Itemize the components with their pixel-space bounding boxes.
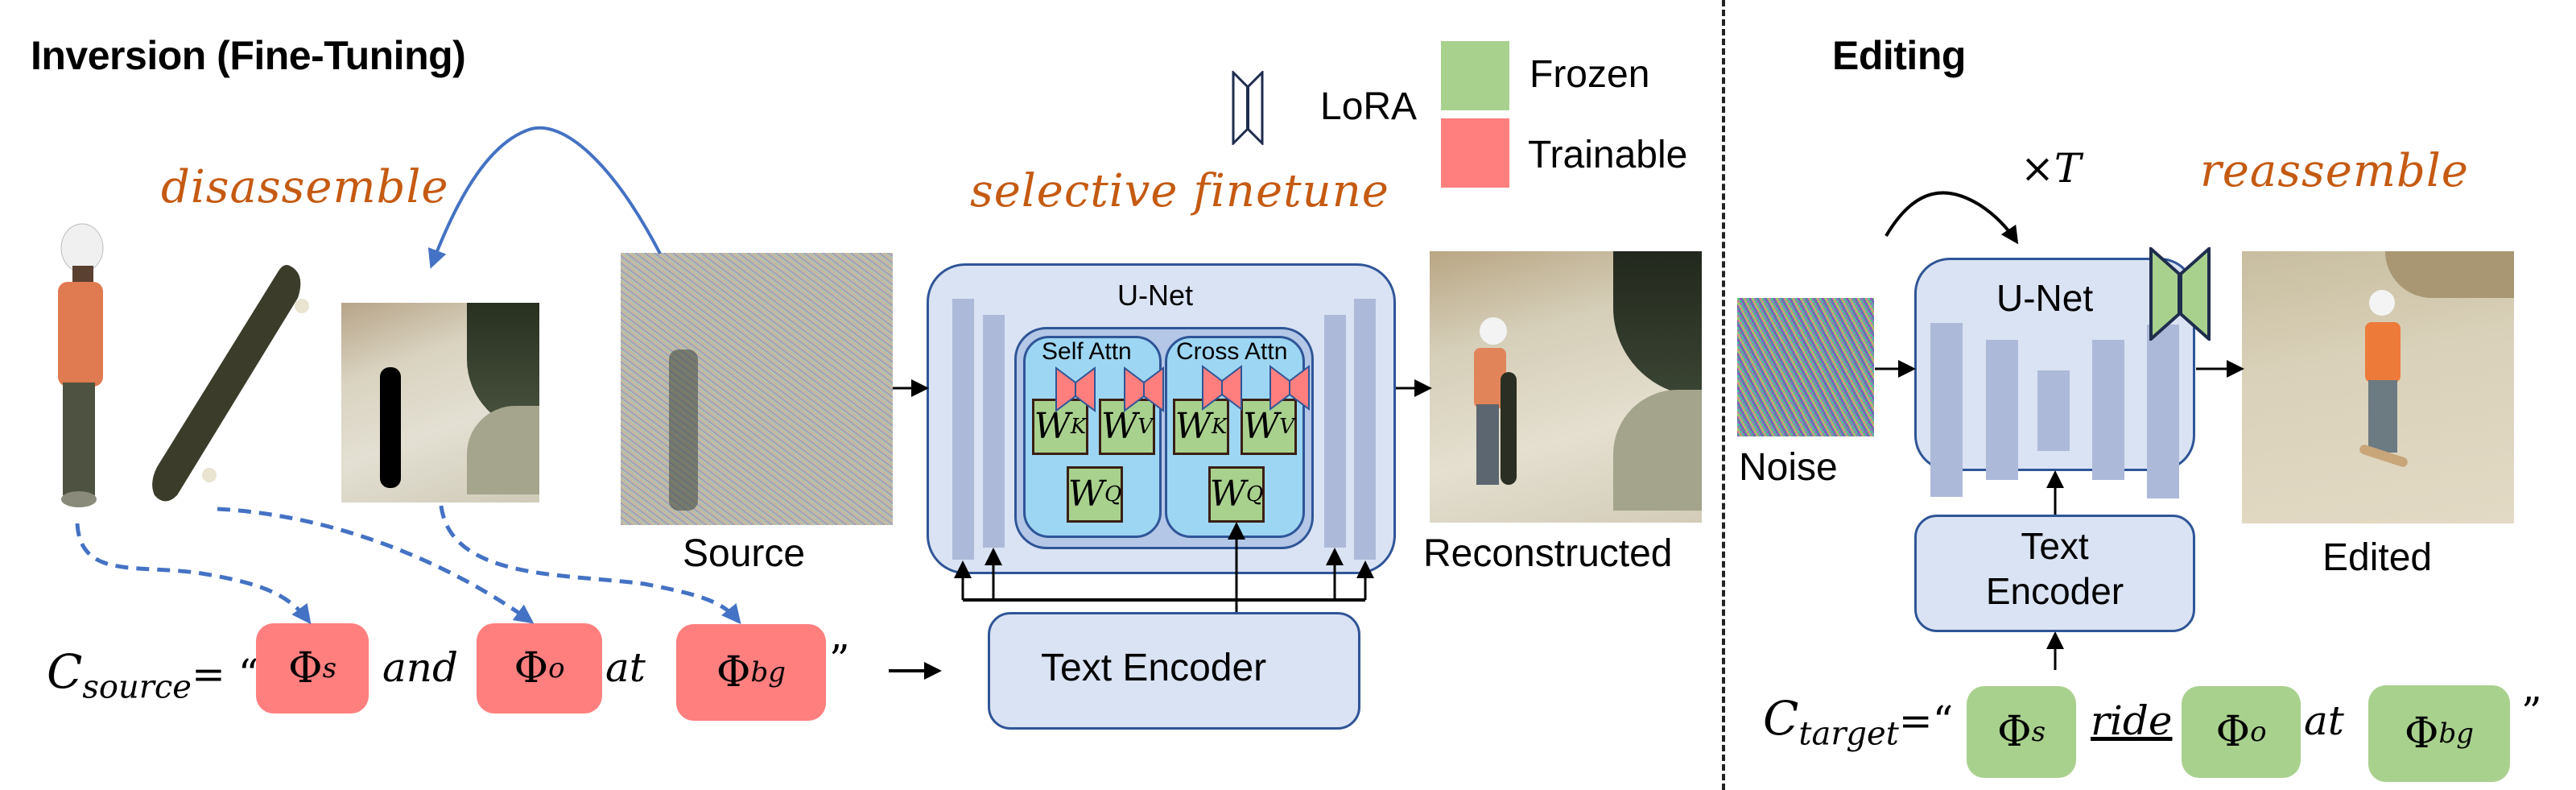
- unet-encoder-layer: [983, 315, 1005, 548]
- self-attn-label: Self Attn: [1042, 338, 1132, 365]
- lora-legend-icon: [1232, 69, 1264, 147]
- edited-image: [2242, 251, 2514, 523]
- unet-decoder-layer: [1324, 315, 1346, 548]
- word-at: at: [2304, 697, 2344, 744]
- editing-title: Editing: [1832, 33, 1966, 78]
- text-encoder-label: Text Encoder: [1041, 647, 1267, 689]
- unet-label: U-Net: [1117, 279, 1194, 312]
- source-noisy-image: [621, 253, 893, 525]
- reassemble-label: reassemble: [2200, 145, 2469, 197]
- frozen-swatch: [1441, 41, 1509, 110]
- repeat-t-arrow: [1885, 191, 2019, 245]
- source-prompt-lhs: Csource= “: [47, 644, 259, 706]
- frozen-legend-label: Frozen: [1530, 53, 1650, 96]
- editing-unet-layer: [2037, 370, 2070, 451]
- cross-attn-label: Cross Attn: [1176, 338, 1288, 365]
- editing-unet-layer: [2092, 340, 2124, 480]
- word-and: and: [382, 644, 459, 691]
- editing-unet-label: U-Net: [1996, 277, 2094, 319]
- repeat-t-label: ×T: [2021, 145, 2082, 192]
- background-image: [341, 303, 539, 503]
- lora-trainable-adapters: [1055, 365, 1310, 412]
- noise-caption: Noise: [1739, 446, 1838, 489]
- disassemble-arrow: [427, 126, 662, 269]
- selective-finetune-label: selective finetune: [970, 165, 1389, 217]
- source-prompt-close-quote: ”: [829, 636, 850, 683]
- noise-image: [1737, 298, 1874, 436]
- background-to-token-arrow: [439, 505, 741, 625]
- section-divider: [1722, 0, 1725, 790]
- editing-text-encoder-block: [1914, 515, 2195, 632]
- edited-caption: Edited: [2322, 536, 2433, 579]
- text-encoder-block: [988, 612, 1360, 730]
- word-at: at: [605, 644, 646, 691]
- word-ride: ride: [2091, 697, 2173, 744]
- editing-unet-layer: [1930, 323, 1963, 497]
- unet-encoder-layer: [952, 299, 974, 560]
- editing-unet-layer: [1986, 340, 2018, 480]
- editing-unet-layer: [2147, 325, 2179, 498]
- trainable-legend-label: Trainable: [1528, 134, 1688, 176]
- trainable-swatch: [1441, 118, 1509, 188]
- subject-to-token-arrow: [75, 523, 312, 625]
- reconstructed-caption: Reconstructed: [1423, 532, 1673, 575]
- editing-text-encoder-label: Text Encoder: [1985, 525, 2124, 612]
- lora-frozen-icon: [2149, 245, 2211, 343]
- target-prompt-close-quote: ”: [2521, 689, 2542, 735]
- target-prompt-lhs: Ctarget=“: [1763, 691, 1954, 753]
- reconstructed-image: [1430, 251, 1702, 523]
- source-caption: Source: [683, 532, 806, 575]
- unet-decoder-layer: [1354, 299, 1376, 560]
- object-to-token-arrow: [217, 507, 535, 624]
- object-cutout-image: [145, 258, 322, 507]
- inversion-title: Inversion (Fine-Tuning): [31, 33, 466, 78]
- disassemble-label: disassemble: [161, 161, 449, 213]
- subject-cutout-image: [48, 217, 113, 515]
- lora-legend-label: LoRA: [1320, 85, 1418, 128]
